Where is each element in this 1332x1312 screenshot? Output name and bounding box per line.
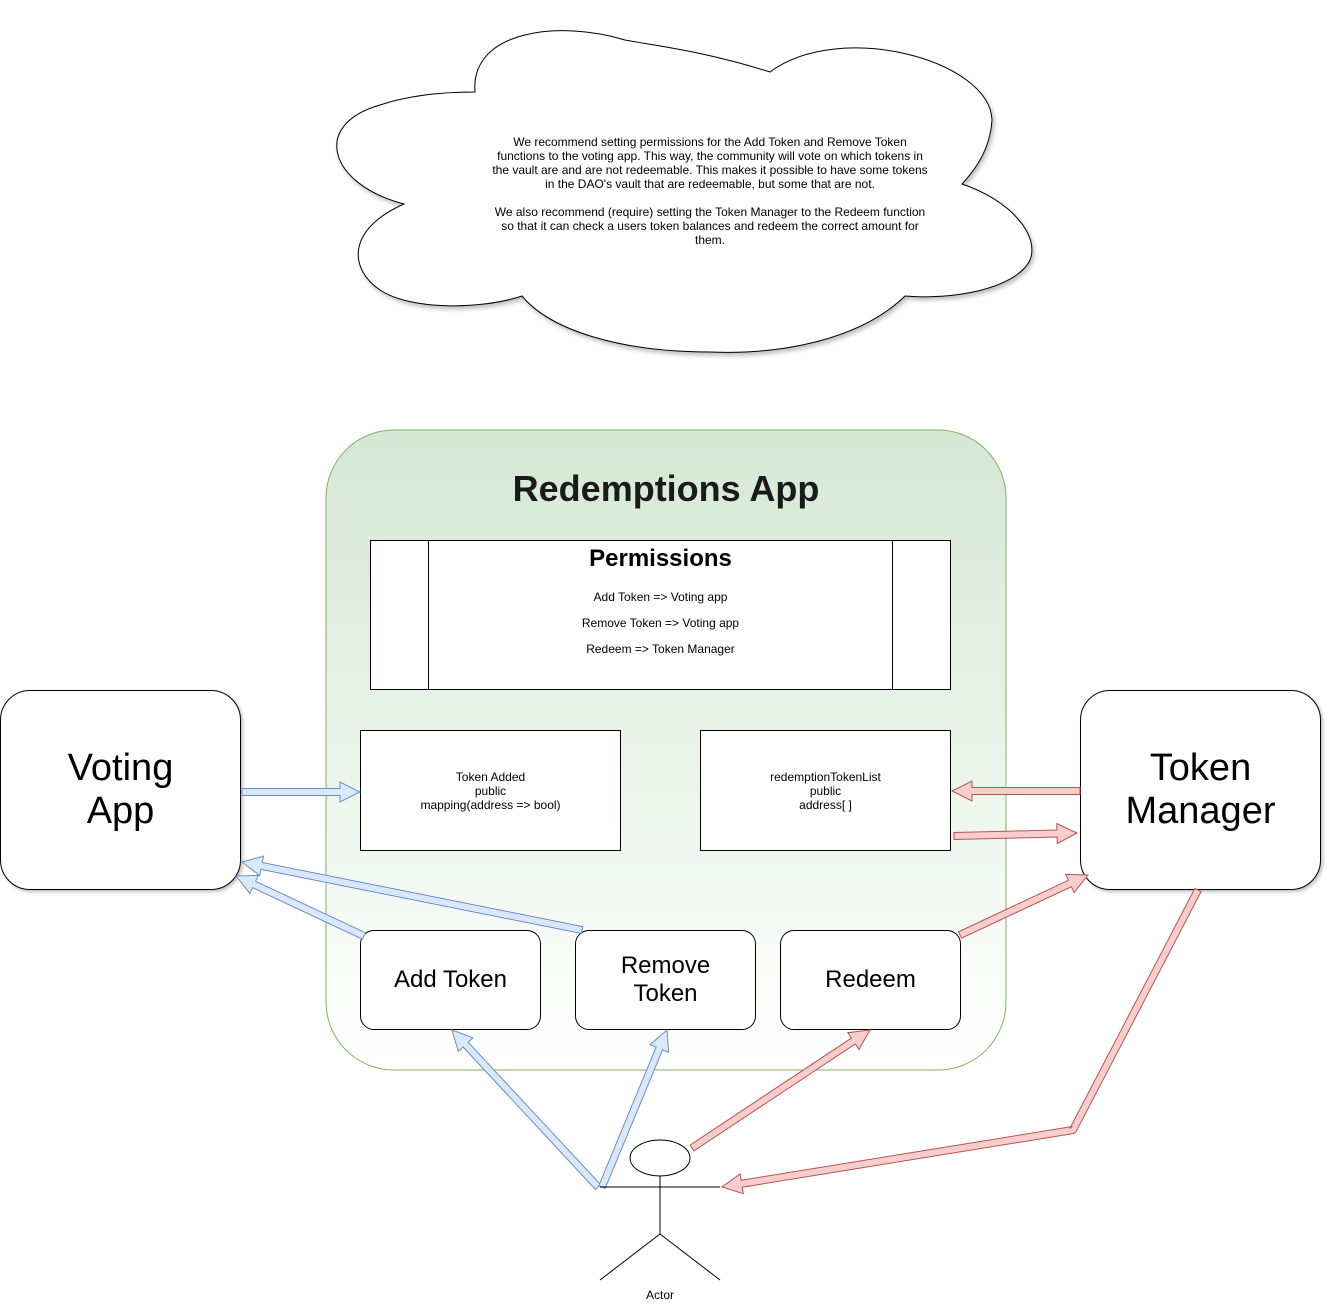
permissions-divider-left — [428, 541, 429, 689]
remove-token-function-box[interactable]: Remove Token — [575, 930, 756, 1030]
token-manager-label: Token Manager — [1125, 747, 1276, 832]
redemption-token-list-state-box[interactable]: redemptionTokenList public address[ ] — [700, 730, 951, 851]
actor-label: Actor — [645, 1288, 674, 1302]
remove-token-label: Remove Token — [620, 952, 711, 1007]
voting-app-label: Voting App — [67, 747, 174, 832]
token-manager-box[interactable]: Token Manager — [1080, 690, 1321, 890]
state-visibility: public — [474, 783, 507, 798]
add-token-function-box[interactable]: Add Token — [360, 930, 541, 1030]
permission-redeem: Redeem => Token Manager — [586, 642, 735, 656]
add-token-label: Add Token — [394, 966, 507, 993]
permissions-title: Permissions — [589, 545, 732, 572]
note-text: We recommend setting permissions for the… — [488, 135, 932, 261]
note-cloud — [336, 30, 1033, 353]
state-visibility: public — [809, 783, 842, 798]
redeem-function-box[interactable]: Redeem — [780, 930, 961, 1030]
voting-app-box[interactable]: Voting App — [0, 690, 241, 890]
permissions-box[interactable]: Permissions Add Token => Voting app Remo… — [370, 540, 951, 690]
redeem-label: Redeem — [825, 966, 916, 993]
state-name: Token Added — [455, 769, 526, 784]
state-name: redemptionTokenList — [770, 769, 881, 784]
app-title: Redemptions App — [512, 468, 820, 509]
token-added-state-box[interactable]: Token Added public mapping(address => bo… — [360, 730, 621, 851]
note-paragraph-1: We recommend setting permissions for the… — [492, 135, 928, 191]
state-type: address[ ] — [799, 797, 852, 812]
state-type: mapping(address => bool) — [420, 797, 561, 812]
permission-add-token: Add Token => Voting app — [593, 590, 728, 604]
permissions-divider-right — [892, 541, 893, 689]
note-paragraph-2: We also recommend (require) setting the … — [494, 205, 926, 247]
permission-remove-token: Remove Token => Voting app — [581, 616, 740, 630]
